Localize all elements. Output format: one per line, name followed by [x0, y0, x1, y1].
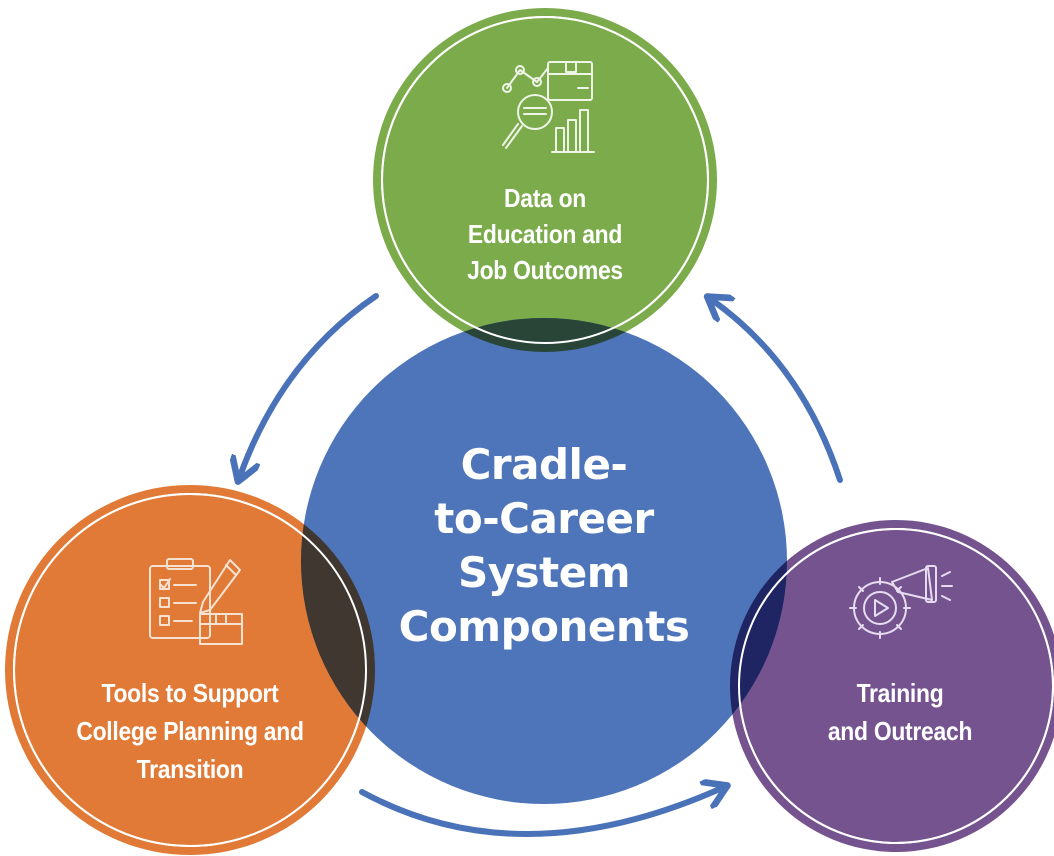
center-title-line-2: to-Career	[434, 494, 654, 543]
data-label-line-3: Job Outcomes	[467, 255, 623, 285]
checklist-clipboard-icon	[149, 558, 243, 645]
data-label-line-2: Education and	[467, 219, 623, 249]
arrow-data-to-tools	[240, 293, 379, 476]
tools-label-line-1: Tools to Support	[101, 678, 279, 708]
tools-label: Tools to Support College Planning and Tr…	[40, 674, 339, 788]
arrow-tools-to-training	[359, 788, 722, 837]
data-analytics-icon	[502, 61, 595, 153]
data-label: Data on Education and Job Outcomes	[431, 180, 660, 288]
training-label-line-1: Training	[856, 678, 944, 708]
training-label: Training and Outreach	[803, 674, 997, 750]
inner-rings	[13, 16, 1054, 847]
data-label-line-1: Data on	[503, 183, 587, 213]
center-title: Cradle- to-Career System Components	[394, 438, 694, 654]
training-label-line-2: and Outreach	[827, 716, 973, 746]
tools-label-line-2: College Planning and	[76, 716, 304, 746]
tools-label-line-3: Transition	[136, 754, 244, 784]
center-title-line-3: System	[458, 548, 630, 597]
megaphone-gear-icon	[849, 565, 953, 639]
arrow-training-to-data	[712, 300, 843, 483]
center-circle	[301, 318, 787, 804]
center-title-line-1: Cradle-	[460, 440, 628, 489]
center-title-line-4: Components	[398, 602, 690, 651]
cycle-arrows	[240, 293, 843, 837]
